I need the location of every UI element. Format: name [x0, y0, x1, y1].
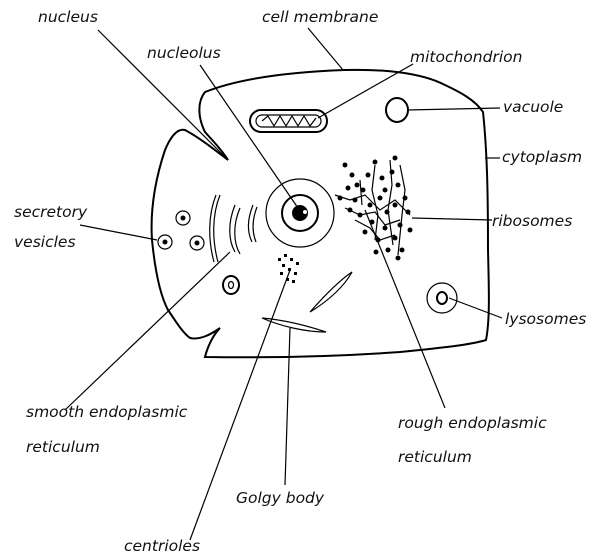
centrioles-shape — [278, 254, 299, 283]
label-rough-er-2: reticulum — [398, 448, 472, 466]
label-rough-er-1: rough endoplasmic — [398, 414, 547, 432]
leader-ribosomes — [412, 218, 492, 220]
label-cytoplasm: cytoplasm — [502, 148, 582, 166]
smooth-er-shape — [210, 195, 257, 262]
label-centrioles: centrioles — [124, 537, 200, 555]
secretory-vesicles-shape — [158, 211, 204, 250]
leader-secretory — [80, 225, 157, 240]
leader-vacuole — [407, 108, 500, 110]
label-golgy-body: Golgy body — [236, 489, 325, 507]
golgy-body-shape — [262, 272, 352, 332]
cell-membrane-outline — [152, 70, 489, 358]
leader-golgy-body — [285, 328, 290, 485]
leader-nucleolus — [200, 65, 298, 208]
rough-er-shape — [335, 156, 413, 261]
label-vesicles: vesicles — [14, 233, 76, 251]
leader-mitochondrion — [318, 64, 413, 118]
label-smooth-er-1: smooth endoplasmic — [26, 403, 188, 421]
mitochondrion-shape — [250, 110, 327, 132]
small-vesicle-shape — [223, 276, 239, 294]
label-nucleolus: nucleolus — [147, 44, 221, 62]
label-nucleus: nucleus — [38, 8, 98, 26]
label-vacuole: vacuole — [503, 98, 563, 116]
label-cell-membrane: cell membrane — [262, 8, 378, 26]
lysosome-shape — [427, 283, 457, 313]
leader-cell-membrane — [308, 28, 343, 70]
label-mitochondrion: mitochondrion — [410, 48, 522, 66]
label-lysosomes: lysosomes — [505, 310, 586, 328]
leader-smooth-er — [65, 252, 230, 410]
label-smooth-er-2: reticulum — [26, 438, 100, 456]
label-ribosomes: ribosomes — [492, 212, 572, 230]
vacuole-shape — [386, 98, 408, 122]
label-secretory: secretory — [14, 203, 88, 221]
nucleus-shape — [266, 179, 334, 247]
